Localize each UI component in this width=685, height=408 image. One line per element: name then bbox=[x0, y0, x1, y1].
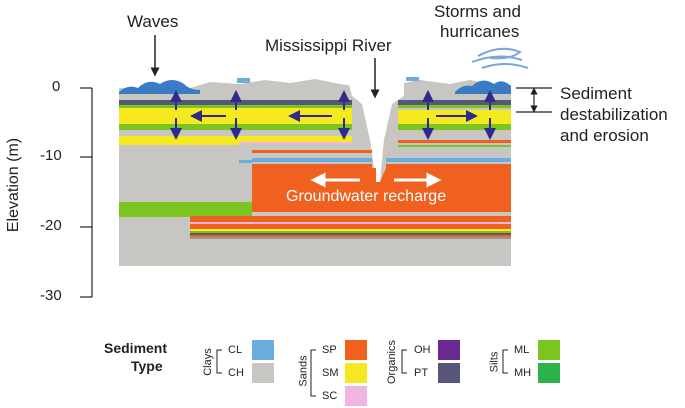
legend-group-organics: Organics bbox=[386, 339, 399, 385]
y-tick-30: -30 bbox=[40, 287, 62, 304]
stripe-orange-right bbox=[398, 140, 511, 143]
deep-stripe-pink bbox=[190, 222, 511, 224]
sand-yellow-lower bbox=[119, 136, 239, 145]
legend-code-sm: SM bbox=[322, 367, 339, 379]
wave-right bbox=[455, 80, 511, 94]
legend-group-clays: Clays bbox=[201, 348, 214, 376]
legend-brackets bbox=[216, 349, 508, 397]
legend-swatch-cl bbox=[252, 340, 274, 360]
stripe-green-right bbox=[398, 145, 511, 147]
y-axis bbox=[80, 87, 93, 298]
legend-title-line1: Sediment bbox=[104, 340, 168, 356]
legend-code-ml: ML bbox=[514, 344, 530, 356]
clay-cap-blue-left bbox=[237, 78, 250, 83]
y-tick-10: -10 bbox=[40, 147, 62, 164]
sand-yellow-lower2 bbox=[239, 136, 352, 142]
groundwater-label: Groundwater recharge bbox=[286, 188, 447, 205]
stripe-blue-small bbox=[239, 160, 252, 163]
stripe-orange-left bbox=[252, 150, 372, 153]
deep-stripe-gray bbox=[190, 237, 511, 239]
deep-orange-1 bbox=[190, 216, 511, 222]
stripe-orange2-left bbox=[252, 164, 372, 168]
legend-code-cl: CL bbox=[228, 344, 243, 356]
legend-swatch-sm bbox=[345, 363, 367, 383]
storms-label-line2: hurricanes bbox=[440, 22, 520, 41]
legend-group-sands: Sands bbox=[297, 355, 310, 387]
deep-orange-2 bbox=[190, 224, 511, 229]
clay-cap-blue-right bbox=[406, 77, 419, 81]
destab-label-line2: destabilization bbox=[560, 105, 668, 124]
legend-swatch-oh bbox=[438, 340, 460, 360]
orange-cap-right bbox=[386, 164, 511, 168]
y-axis-title: Elevation (m) bbox=[5, 137, 22, 233]
destab-label-line1: Sediment bbox=[560, 84, 632, 103]
legend-group-silts: Silts bbox=[488, 351, 501, 373]
destab-label-line3: and erosion bbox=[560, 126, 649, 145]
storms-label-line1: Storms and bbox=[434, 2, 521, 21]
legend-code-sc: SC bbox=[322, 390, 338, 402]
legend-swatch-mh bbox=[538, 363, 560, 383]
legend-code-pt: PT bbox=[414, 367, 429, 379]
legend-swatch-ml bbox=[538, 340, 560, 360]
stripe-blue-left bbox=[252, 158, 372, 162]
y-tick-20: -20 bbox=[40, 217, 62, 234]
organic-band-right bbox=[398, 100, 511, 105]
erosion-arrows bbox=[170, 90, 496, 140]
legend-code-mh: MH bbox=[514, 367, 532, 379]
deep-stripe-green bbox=[190, 231, 511, 233]
deep-stripe-orange bbox=[190, 235, 511, 237]
stripe-pink-left bbox=[239, 142, 352, 144]
deep-stripe-dark bbox=[190, 233, 511, 235]
legend-swatch-sc bbox=[345, 386, 367, 406]
legend-swatch-ch bbox=[252, 363, 274, 383]
silt-band-right bbox=[398, 105, 511, 108]
pointer-arrows bbox=[150, 35, 380, 99]
legend-swatch-sp bbox=[345, 340, 367, 360]
legend-code-sp: SP bbox=[322, 344, 337, 356]
sediment-cross-section bbox=[119, 47, 529, 266]
river-channel bbox=[348, 80, 404, 182]
silt-green-right bbox=[398, 124, 511, 130]
legend-swatch-pt bbox=[438, 363, 460, 383]
waves-label: Waves bbox=[127, 12, 179, 31]
legend-code-ch: CH bbox=[228, 367, 244, 379]
wave-left bbox=[119, 80, 200, 94]
silt-green-deep bbox=[119, 202, 252, 217]
legend-title-line2: Type bbox=[131, 358, 163, 374]
deep-stripe-yellow bbox=[190, 229, 511, 231]
storm-swirls bbox=[471, 47, 529, 69]
y-tick-0: 0 bbox=[52, 78, 61, 95]
river-label: Mississippi River bbox=[265, 36, 392, 55]
stripe-blue-right bbox=[386, 158, 511, 162]
legend-code-oh: OH bbox=[414, 344, 431, 356]
destabilization-bracket bbox=[516, 87, 552, 113]
